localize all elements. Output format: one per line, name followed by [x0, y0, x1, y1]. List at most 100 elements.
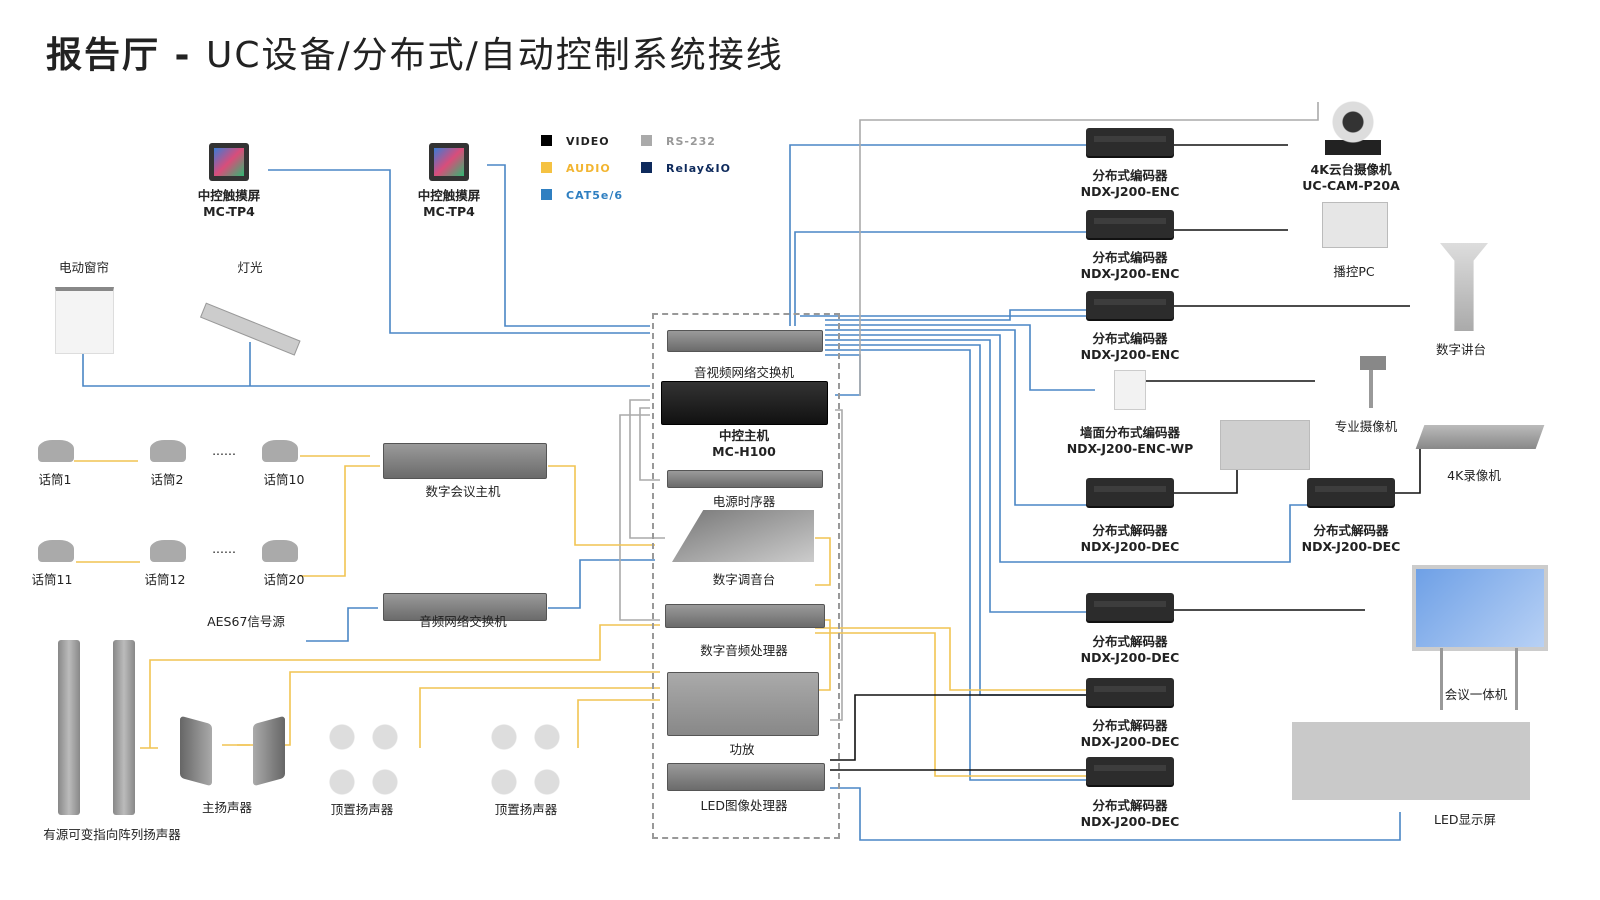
led-screen-icon: [1292, 722, 1530, 800]
dsp-label: 数字音频处理器: [700, 643, 788, 658]
wire-dsp-dec1: [815, 627, 1090, 691]
touch-panel-1-name: 中控触摸屏: [197, 188, 261, 203]
legend-video-label: VIDEO: [566, 135, 610, 148]
encoder-2-model: NDX-J200-ENC: [1080, 266, 1180, 281]
touch-panel-2-screen: [434, 148, 464, 176]
encoder-2-icon: [1086, 210, 1174, 238]
wire-dec2: [825, 334, 1310, 563]
mic-10-icon: [262, 440, 298, 462]
mic-2-label: 话筒2: [150, 472, 184, 487]
legend-audio: AUDIO: [541, 162, 611, 175]
encoder-1-name: 分布式编码器: [1092, 168, 1168, 183]
mic-dots-2: ......: [212, 541, 236, 556]
legend-cat-swatch: [541, 189, 552, 200]
light-label: 灯光: [237, 260, 263, 275]
decoder-3-icon: [1086, 593, 1174, 621]
decoder-5-name: 分布式解码器: [1092, 798, 1168, 813]
pro-camera-icon: [1350, 356, 1392, 408]
ptz-camera-model: UC-CAM-P20A: [1302, 178, 1400, 193]
ceiling-speaker-1-label: 顶置扬声器: [330, 802, 394, 817]
title-dash: -: [160, 35, 207, 76]
wire-encwp: [825, 324, 1095, 391]
legend-relay: Relay&IO: [641, 162, 731, 175]
touch-panel-2-name: 中控触摸屏: [417, 188, 481, 203]
decoder-5-model: NDX-J200-DEC: [1080, 814, 1180, 829]
all-in-one-label: 会议一体机: [1444, 687, 1508, 702]
mic-dots-1: ......: [212, 443, 236, 458]
av-switch-label: 音视频网络交换机: [693, 365, 795, 380]
recorder-label: 4K录像机: [1447, 468, 1501, 483]
mic-1-label: 话筒1: [38, 472, 72, 487]
line-array-right-icon: [113, 640, 135, 815]
pc-monitor-icon: [1322, 202, 1388, 248]
touch-panel-2-model: MC-TP4: [423, 204, 475, 219]
ptz-camera-icon: [1325, 100, 1381, 155]
recorder-icon: [1415, 425, 1545, 449]
legend-rs232-label: RS-232: [666, 135, 716, 148]
control-host-name: 中控主机: [718, 428, 769, 443]
wire-main-spk: [237, 671, 660, 746]
decoder-4-icon: [1086, 678, 1174, 706]
legend-cat: CAT5e/6: [541, 189, 623, 202]
encoder-1-icon: [1086, 128, 1174, 156]
wire-ceil1: [419, 687, 660, 748]
pro-camera-label: 专业摄像机: [1334, 419, 1398, 434]
mic-11-label: 话筒11: [31, 572, 73, 587]
legend-relay-label: Relay&IO: [666, 162, 731, 175]
wire-switch-right1: [825, 309, 1090, 321]
conference-host-label: 数字会议主机: [425, 484, 501, 499]
line-array-label: 有源可变指向阵列扬声器: [43, 827, 181, 842]
encoder-3-icon: [1086, 291, 1174, 319]
mic-11-icon: [38, 540, 74, 562]
legend-relay-swatch: [641, 162, 652, 173]
main-speaker-label: 主扬声器: [201, 800, 253, 815]
audio-switch-icon: [383, 593, 547, 621]
wire-led-dec: [830, 694, 1090, 761]
ceiling-speaker-1-icon: [325, 722, 407, 800]
wire-rs1: [629, 399, 665, 539]
wire-cam-top: [859, 102, 1319, 396]
wire-enc1: [789, 144, 1090, 326]
audio-switch-label: 音频网络交换机: [419, 614, 507, 629]
decoder-1-model: NDX-J200-DEC: [1080, 539, 1180, 554]
wire-tp1: [268, 169, 650, 334]
touch-panel-1-screen: [214, 148, 244, 176]
mixer-label: 数字调音台: [712, 572, 776, 587]
wire-monitor: [1160, 460, 1238, 494]
legend-rs232: RS-232: [641, 135, 716, 148]
wire-tp2: [487, 164, 650, 327]
wire-ceil2: [577, 699, 660, 748]
main-speaker-right-icon: [253, 715, 285, 787]
ptz-camera-name: 4K云台摄像机: [1310, 162, 1392, 177]
aes67-label: AES67信号源: [207, 614, 285, 629]
mic-10-label: 话筒10: [263, 472, 305, 487]
wire-dec5: [825, 349, 1090, 781]
encoder-1-model: NDX-J200-ENC: [1080, 184, 1180, 199]
legend-audio-label: AUDIO: [566, 162, 611, 175]
amplifier-icon: [667, 672, 819, 736]
control-host-model: MC-H100: [712, 444, 776, 459]
encoder-3-model: NDX-J200-ENC: [1080, 347, 1180, 362]
decoder-5-icon: [1086, 757, 1174, 785]
wire-led: [830, 787, 1401, 841]
page-title: 报告厅 - UC设备/分布式/自动控制系统接线: [46, 26, 784, 78]
touch-panel-1: [209, 143, 249, 181]
ceiling-speaker-2-label: 顶置扬声器: [494, 802, 558, 817]
podium-label: 数字讲台: [1435, 342, 1487, 357]
wall-encoder-model: NDX-J200-ENC-WP: [1066, 441, 1194, 456]
amplifier-label: 功放: [729, 742, 755, 757]
control-host-icon: [661, 381, 828, 425]
power-sequencer-icon: [667, 470, 823, 488]
decoder-2-model: NDX-J200-DEC: [1301, 539, 1401, 554]
dsp-icon: [665, 604, 825, 628]
mic-2-icon: [150, 440, 186, 462]
